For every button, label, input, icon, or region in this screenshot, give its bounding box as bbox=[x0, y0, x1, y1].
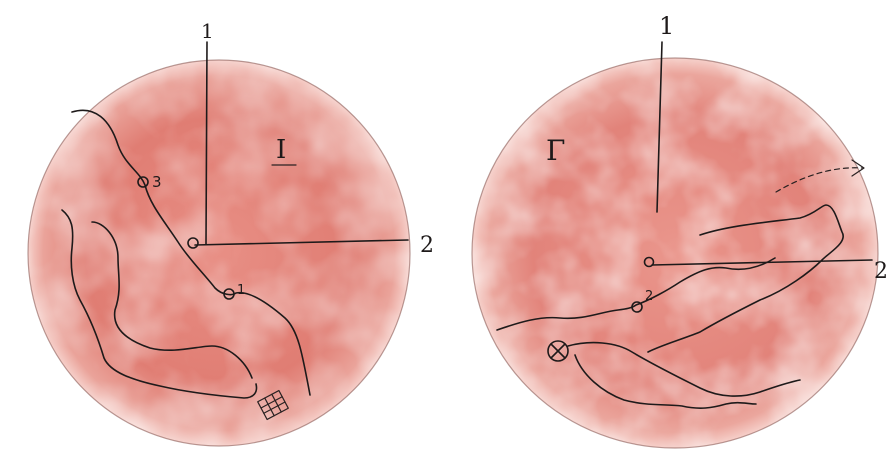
right-dish-mottling bbox=[465, 55, 885, 453]
right-axis-2-label: 2 bbox=[874, 259, 886, 284]
right-axis-1-label: 1 bbox=[659, 12, 674, 40]
left-quadrant-label: I bbox=[276, 135, 286, 165]
left-petri-dish: 1 2 I 3 1 bbox=[20, 19, 434, 453]
right-petri-dish: 1 2 Γ 2 bbox=[465, 12, 886, 453]
left-axis-2-label: 2 bbox=[420, 233, 434, 258]
left-axis-1 bbox=[206, 42, 207, 244]
left-point-3-label: 3 bbox=[152, 173, 162, 191]
left-axis-1-label: 1 bbox=[201, 19, 214, 43]
left-point-1-label: 1 bbox=[237, 283, 245, 298]
right-quadrant-label: Γ bbox=[546, 134, 565, 167]
right-point-2-label: 2 bbox=[645, 289, 653, 304]
left-dish-mottling bbox=[20, 55, 420, 453]
